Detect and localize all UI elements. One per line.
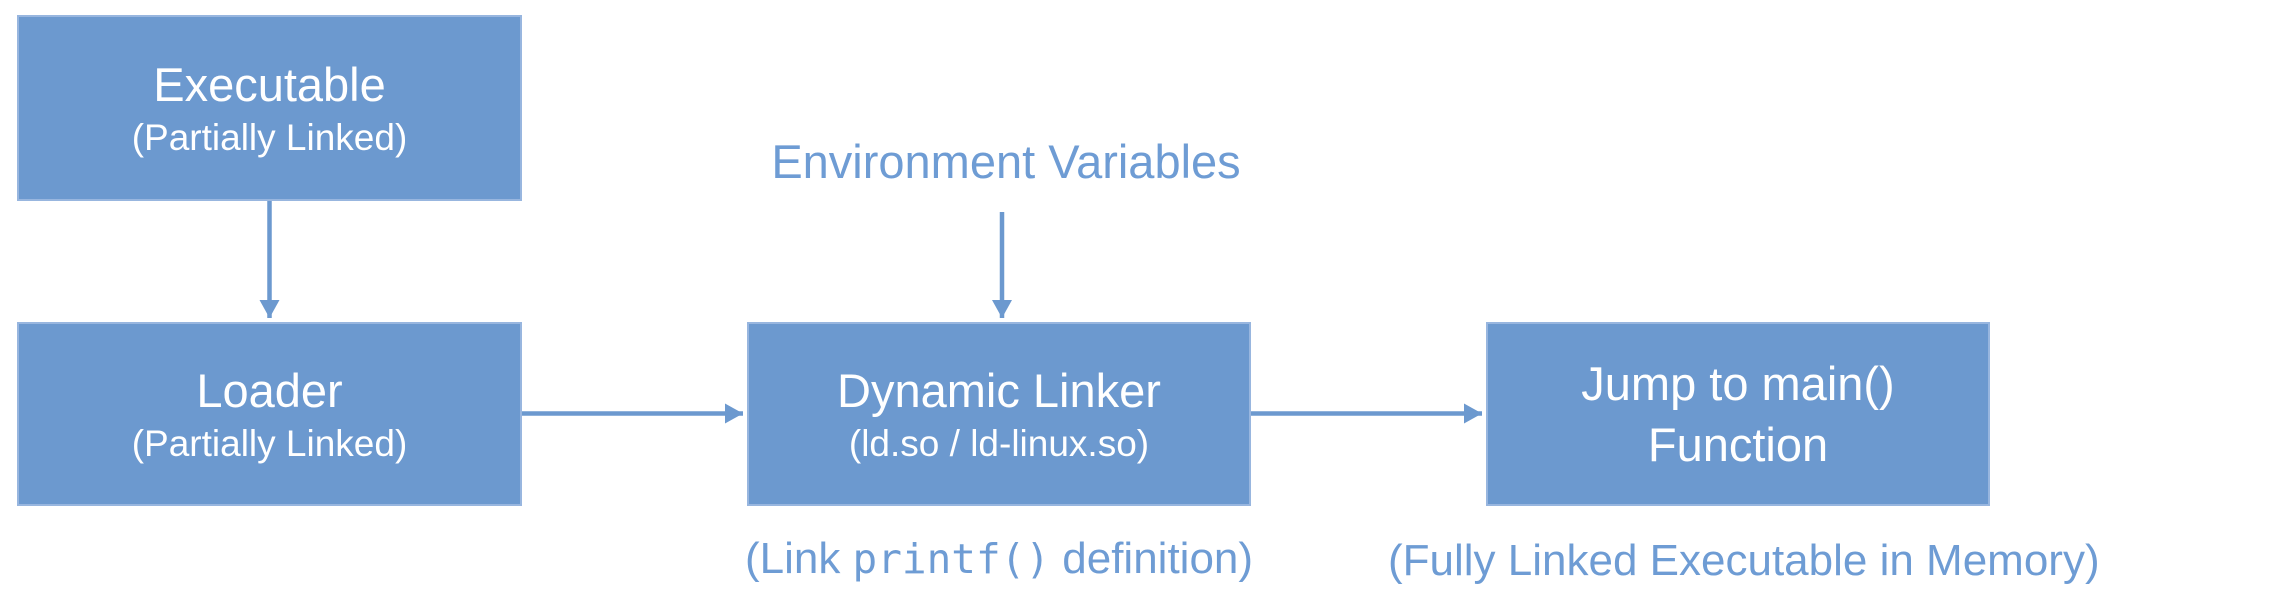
node-dynamic-linker-subtitle: (ld.so / ld-linux.so) xyxy=(848,423,1150,465)
link-caption-suffix: definition) xyxy=(1050,534,1254,583)
node-loader-subtitle: (Partially Linked) xyxy=(131,423,408,465)
node-executable: Executable (Partially Linked) xyxy=(17,15,522,201)
node-jump-to-main-subtitle: Function xyxy=(1647,418,1829,471)
node-jump-to-main-title: Jump to main() xyxy=(1581,356,1895,410)
link-caption-prefix: (Link xyxy=(744,534,853,583)
node-executable-subtitle: (Partially Linked) xyxy=(131,117,408,159)
node-jump-to-main: Jump to main() Function xyxy=(1486,322,1990,506)
link-caption-code: printf() xyxy=(852,535,1051,583)
node-dynamic-linker-title: Dynamic Linker xyxy=(837,364,1161,418)
node-executable-title: Executable xyxy=(153,58,386,112)
node-loader-title: Loader xyxy=(196,364,343,418)
fully-linked-caption: (Fully Linked Executable in Memory) xyxy=(1388,536,2100,585)
node-loader: Loader (Partially Linked) xyxy=(17,322,522,506)
environment-variables-label: Environment Variables xyxy=(771,135,1241,188)
node-dynamic-linker: Dynamic Linker (ld.so / ld-linux.so) xyxy=(747,322,1251,506)
link-printf-caption: (Link printf() definition) xyxy=(699,534,1299,584)
